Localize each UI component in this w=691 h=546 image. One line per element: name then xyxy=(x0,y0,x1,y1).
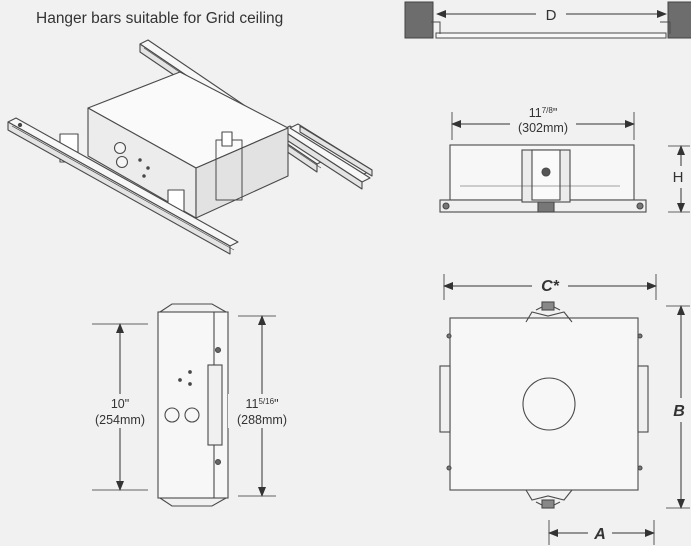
center-opening-icon xyxy=(522,377,576,431)
dimension-label-b: B xyxy=(673,403,685,420)
length-inch-label: 115/16" xyxy=(246,397,279,411)
hanger-bar-far-right-icon xyxy=(289,123,373,177)
isometric-view xyxy=(7,39,373,255)
junction-box-icon xyxy=(59,71,289,219)
front-view xyxy=(439,144,647,213)
plan-view xyxy=(439,301,649,509)
width-inch-label: 117/8" xyxy=(529,106,558,120)
width-mm-label: (302mm) xyxy=(518,121,568,135)
dimension-label-a: A xyxy=(593,526,606,543)
hanger-bar-elevation-view: D xyxy=(404,1,691,39)
height-inch-label: 10" xyxy=(111,397,129,411)
length-mm-label: (288mm) xyxy=(237,413,287,427)
width-dimension: 117/8" (302mm) xyxy=(451,104,635,140)
ceiling-block-left-icon xyxy=(404,1,434,39)
hanger-bar-right-icon xyxy=(281,125,371,190)
dimension-label-d: D xyxy=(546,7,557,24)
dimension-label-c: C* xyxy=(541,278,560,295)
dimension-label-h: H xyxy=(673,169,684,186)
a-dimension: A xyxy=(548,520,655,545)
ceiling-block-right-icon xyxy=(667,1,691,39)
h-dimension: H xyxy=(668,145,690,213)
side-view xyxy=(157,303,229,507)
hanger-bar-front-icon xyxy=(7,117,239,255)
b-dimension: B xyxy=(666,305,691,509)
c-dimension: C* xyxy=(443,274,657,300)
height-10-dimension: 10" (254mm) xyxy=(84,323,156,491)
height-mm-label: (254mm) xyxy=(95,413,145,427)
caption-hanger-bars: Hanger bars suitable for Grid ceiling xyxy=(36,10,284,27)
length-dimension: 115/16" (288mm) xyxy=(228,315,296,497)
